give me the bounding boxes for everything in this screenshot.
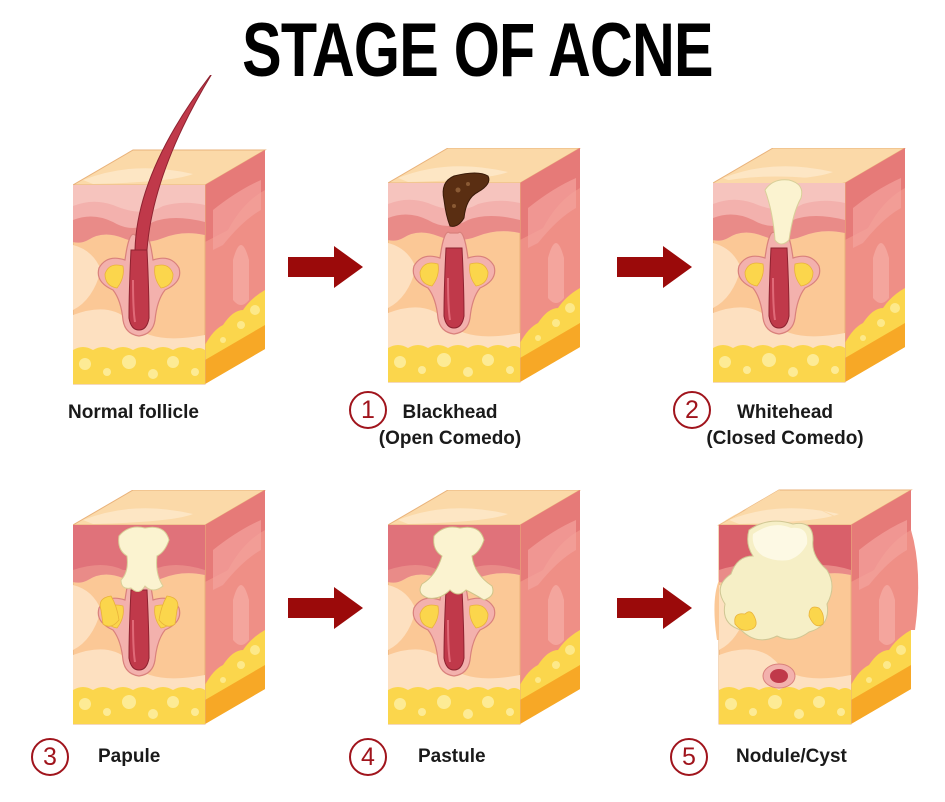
stage-nodule-cyst-illustration — [713, 478, 923, 728]
stage-name: Blackhead — [402, 402, 498, 423]
stage-number-badge-4: 4 — [349, 738, 387, 776]
stage-number-badge-2: 2 — [673, 391, 711, 429]
stage-label-papule: Papule — [98, 746, 161, 767]
cyst-mass-icon — [719, 520, 833, 641]
arrow-right-icon — [617, 246, 693, 295]
stage-number-badge-3: 3 — [31, 738, 69, 776]
stage-subtitle: (Closed Comedo) — [706, 428, 864, 449]
stage-label-normal-follicle: Normal follicle — [68, 402, 199, 423]
blackhead-plug-icon — [442, 172, 490, 227]
pus-plug-icon — [419, 526, 494, 601]
stage-pustule-illustration — [388, 490, 588, 726]
stage-subtitle: (Open Comedo) — [378, 428, 522, 449]
arrow-right-icon — [288, 587, 364, 636]
hair-icon — [134, 75, 212, 251]
whitehead-plug-icon — [764, 179, 803, 245]
stage-label-whitehead: Whitehead (Closed Comedo) — [700, 400, 870, 452]
arrow-right-icon — [288, 246, 364, 295]
stage-number-badge-5: 5 — [670, 738, 708, 776]
stage-papule-illustration — [73, 490, 273, 726]
stage-name: Whitehead — [736, 402, 834, 423]
stage-label-nodule-cyst: Nodule/Cyst — [736, 746, 847, 767]
stage-blackhead-illustration — [388, 148, 588, 384]
stage-number-badge-1: 1 — [349, 391, 387, 429]
stage-normal-follicle-illustration — [73, 75, 273, 385]
page-title: STAGE OF ACNE — [242, 8, 713, 93]
stage-label-pustule: Pastule — [418, 746, 486, 767]
stage-whitehead-illustration — [713, 148, 913, 384]
inflamed-plug-icon — [118, 526, 170, 592]
stage-label-blackhead: Blackhead (Open Comedo) — [370, 400, 530, 452]
arrow-right-icon — [617, 587, 693, 636]
